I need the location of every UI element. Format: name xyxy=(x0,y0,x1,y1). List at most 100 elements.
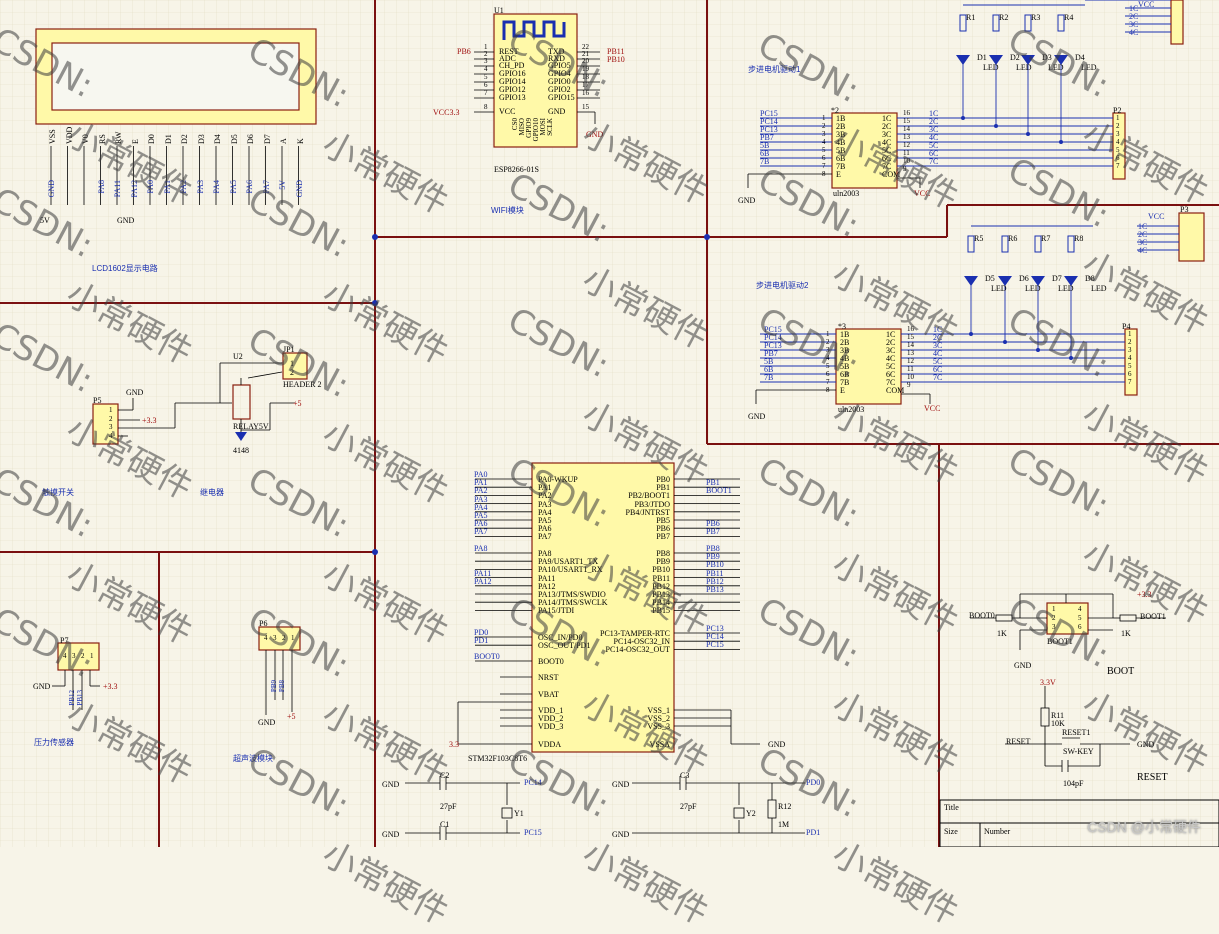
pressure-sensor xyxy=(52,642,100,710)
lcd-net-0: GND xyxy=(47,180,56,198)
touch-gnd: GND xyxy=(126,388,144,397)
lcd-pin-d2: D2 xyxy=(180,134,189,144)
st1-labels-in-net-4: 5B xyxy=(760,141,770,150)
lcd-pin-d3: D3 xyxy=(196,134,206,144)
st1-labels-conn-pin-1: 2 xyxy=(1116,122,1120,130)
st2-labels-led-3: D8 xyxy=(1085,274,1095,283)
pressure-ref: P7 xyxy=(60,636,69,645)
st1-labels-led-2: D3 xyxy=(1042,53,1052,62)
mcu-left-b-pin-2: PA10/USART1_RX xyxy=(538,565,603,575)
crystal8-res-val: 1M xyxy=(778,820,790,829)
st2-labels-out-net-1: 2C xyxy=(933,333,943,342)
lcd-net-15: GND xyxy=(294,180,304,198)
ultrasonic-pin-2: 2 xyxy=(282,634,286,642)
st1-labels-out-net-6: 7C xyxy=(929,157,939,166)
st2-labels-out-num-6: 10 xyxy=(907,373,914,381)
st2-labels-in-pin-6: 7B xyxy=(840,378,850,387)
st2-labels-in-num-5: 6 xyxy=(826,370,830,378)
st1-labels-top-net-3: 4C xyxy=(1129,28,1139,37)
st2-labels-in-net-5: 6B xyxy=(764,365,774,374)
st2-labels-out-num-4: 12 xyxy=(907,357,914,365)
boot-ref: BOOT1 xyxy=(1047,637,1073,646)
st2-labels-conn-pin-4: 5 xyxy=(1128,362,1132,370)
wifi-right-pin-4: GPIO0 xyxy=(548,77,571,86)
pressure-pin-0: 4 xyxy=(63,652,67,660)
lcd-pin-rs: RS xyxy=(97,134,107,144)
mcu-osc-pin-1: OSC_OUT/PD1 xyxy=(538,641,591,651)
mcu-right-a-pin-7: PB7 xyxy=(656,532,670,542)
st1-labels-out-num-1: 15 xyxy=(903,117,910,125)
wifi-left-num-6: 7 xyxy=(484,89,488,97)
boot-pin-5: 6 xyxy=(1078,623,1082,631)
mcu-vbat-pin: VBAT xyxy=(538,690,559,699)
st1-labels-in-net-2: PC13 xyxy=(760,125,778,134)
wifi-part: ESP8266-01S xyxy=(494,165,539,174)
wifi-left-num-3: 4 xyxy=(484,65,488,73)
touch-connector xyxy=(92,398,232,445)
wifi-left-num-0: 1 xyxy=(484,43,488,51)
st2-labels-in-pin-2: 3B xyxy=(840,346,850,355)
stepper2-vcc: VCC xyxy=(924,404,941,413)
section-title-reset: RESET xyxy=(1137,772,1168,783)
mcu-left-b-net-4: PA12 xyxy=(474,576,492,586)
st2-labels-in-net-2: PC13 xyxy=(764,341,782,350)
wifi-net-rest: PB6 xyxy=(457,47,471,56)
section-title-stepper2: 步进电机驱动2 xyxy=(756,281,809,290)
stepper2-connector: P4 xyxy=(1122,322,1131,331)
mcu-gnd: GND xyxy=(768,740,786,749)
relay-header-pin1: 1 xyxy=(290,359,294,368)
st1-labels-top-net-0: 1C xyxy=(1129,4,1139,13)
st1-labels-out-num-3: 13 xyxy=(903,133,910,141)
title-block-title: Title xyxy=(944,803,959,812)
wifi-right-pin-7: GND xyxy=(548,107,566,116)
relay-ref: U2 xyxy=(233,352,243,361)
st2-labels-conn-pin-0: 1 xyxy=(1128,330,1132,338)
touch-pin-0: 1 xyxy=(109,406,113,414)
st1-labels-out-num-6: 10 xyxy=(903,157,910,165)
st2-labels-out-num-2: 14 xyxy=(907,341,914,349)
st1-labels-in-pin-4: 5B xyxy=(836,146,846,155)
mcu-left-a-net-5: PA5 xyxy=(474,511,488,520)
title-block-size: Size xyxy=(944,827,958,836)
ultrasonic-pin-3: 1 xyxy=(291,634,295,642)
lcd-gnd-label: GND xyxy=(117,216,135,225)
lcd-pin-a: A xyxy=(279,138,288,144)
mcu-left-a-pin-4: PA4 xyxy=(538,507,552,517)
mcu-left-b-pin-1: PA9/USART1_TX xyxy=(538,557,599,567)
boot-circuit xyxy=(970,593,1166,650)
mcu-right-a-pin-4: PB4/JNTRST xyxy=(625,507,670,517)
mcu-left-a-pin-1: PA1 xyxy=(538,483,552,493)
wifi-left-pin-7: VCC xyxy=(499,107,516,116)
crystal8-gnd2: GND xyxy=(612,830,630,839)
boot-pin-2: 3 xyxy=(1052,623,1056,631)
st2-labels-in-num-2: 3 xyxy=(826,346,830,354)
mcu-left-b-pin-7: PA15/JTDI xyxy=(538,606,575,616)
esp8266 xyxy=(474,13,600,148)
mcu-vdd-2: VDD_3 xyxy=(538,722,564,731)
pressure-gnd: GND xyxy=(33,682,51,691)
mcu-right-c-net-1: PC14 xyxy=(706,632,724,642)
wifi-net-txd: PB11 xyxy=(607,47,625,56)
st1-labels-in-num-7: 8 xyxy=(822,170,826,178)
relay xyxy=(219,352,308,441)
st2-labels-in-num-3: 4 xyxy=(826,354,830,362)
st2-labels-out-pin-6: 7C xyxy=(886,378,896,387)
wifi-net-gnd: GND xyxy=(586,130,604,139)
st1-labels-out-num-4: 12 xyxy=(903,141,910,149)
boot-r-left: 1K xyxy=(997,629,1007,638)
mcu-left-a-pin-2: PA2 xyxy=(538,491,552,501)
lcd-net-7: PA1 xyxy=(162,180,172,194)
mcu-vdda-pin: VDDA xyxy=(538,740,562,749)
st1-labels-in-pin-0: 1B xyxy=(836,114,846,123)
uln2003-2 xyxy=(755,212,1205,405)
reset-res-val: 10K xyxy=(1051,719,1065,728)
st2-labels-out-net-6: 7C xyxy=(933,373,943,382)
st2-labels-in-num-7: 8 xyxy=(826,386,830,394)
mcu-left-a-pin-7: PA7 xyxy=(538,532,552,542)
st1-labels-out-net-0: 1C xyxy=(929,109,939,118)
st1-labels-res-3: R4 xyxy=(1064,13,1074,22)
mcu-left-a-net-4: PA4 xyxy=(474,502,488,512)
mcu-right-b-pin-0: PB8 xyxy=(656,549,670,558)
mcu-boot0-net: BOOT0 xyxy=(474,652,500,661)
st1-labels-in-net-1: PC14 xyxy=(760,117,778,126)
